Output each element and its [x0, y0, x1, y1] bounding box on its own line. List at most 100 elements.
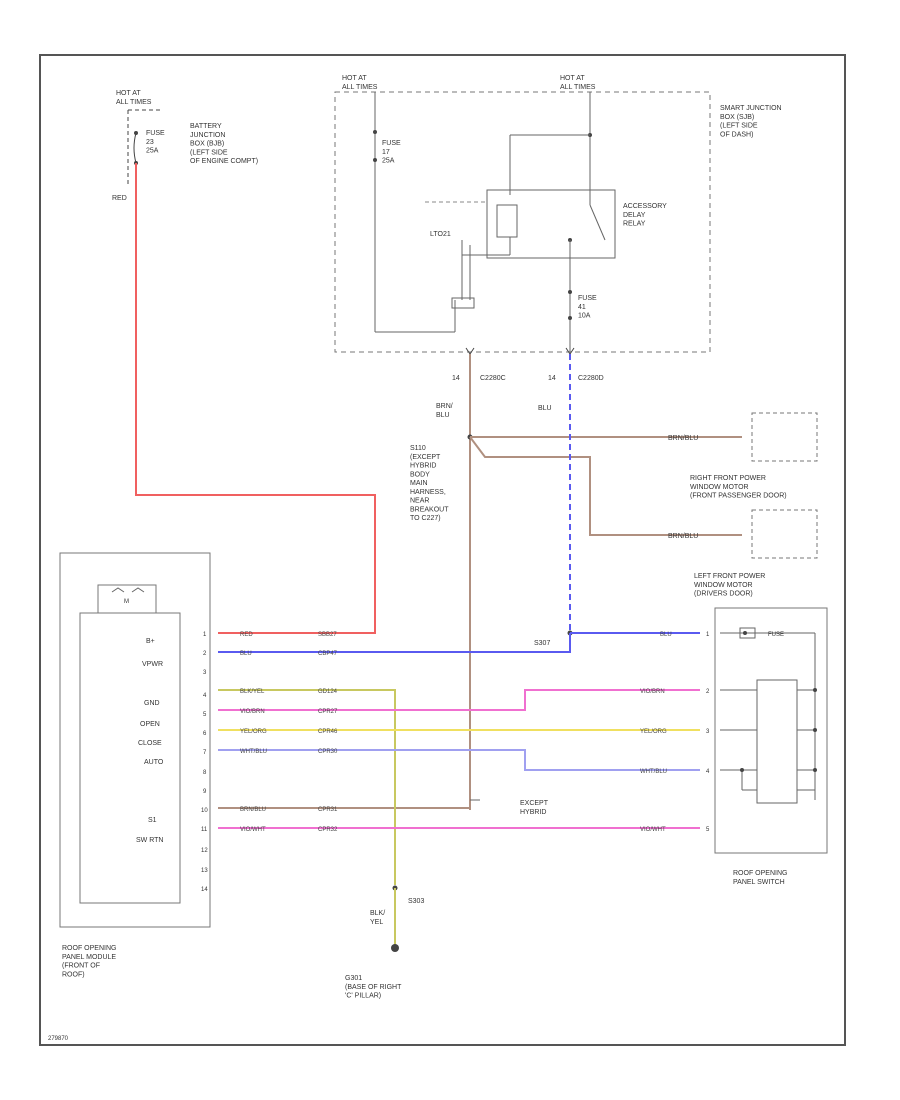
wire-blk-yel-label: BLK/YEL	[370, 910, 385, 926]
module-label-bplus: B+	[146, 638, 155, 645]
wire-brn-blu-label: BRN/BLU	[436, 403, 453, 419]
wire-left-color-7: BRN/BLU	[240, 807, 266, 813]
wire-left-code-6: CPR30	[318, 749, 338, 755]
module-label-s1: S1	[148, 817, 157, 824]
switch-wire-labels: BLU VIO/BRN YEL/ORG WHT/BLU VIO/WHT	[640, 632, 672, 833]
module-label-vpwr: VPWR	[142, 661, 163, 668]
module-pin-9: 9	[203, 789, 207, 795]
module-labels: B+ VPWR GND OPEN CLOSE AUTO S1 SW RTN	[136, 638, 164, 844]
wire-right-2: VIO/BRN	[640, 689, 665, 695]
module-pin-11: 11	[201, 827, 208, 833]
wire-left-color-1: RED	[240, 632, 253, 638]
s303-label: S303	[408, 898, 424, 905]
wire-left-code-4: CPR27	[318, 709, 338, 715]
wire-left-color-3: BLK/YEL	[240, 689, 265, 695]
wire-left-color-4: VIO/BRN	[240, 709, 265, 715]
wire-left-color-6: WHT/BLU	[240, 749, 267, 755]
module-motor-symbol: M	[97, 584, 157, 614]
diagram-frame	[39, 54, 846, 1046]
c2-label: C2280D	[578, 375, 604, 382]
sjb-internal-wiring	[373, 92, 616, 352]
brnblu-b-label: BRN/BLU	[668, 533, 698, 540]
footer-id: 279870	[48, 1036, 69, 1042]
g301-label: G301(BASE OF RIGHT'C' PILLAR)	[345, 975, 402, 1000]
module-pin-6: 6	[203, 731, 207, 737]
switch-pin-4: 4	[706, 769, 710, 775]
module-pin-7: 7	[203, 750, 207, 756]
module-pin-4: 4	[203, 693, 207, 699]
wire-blue-left	[218, 633, 571, 653]
module-pin-8: 8	[203, 770, 207, 776]
module-label-close: CLOSE	[138, 740, 162, 747]
wire-left-color-8: VIO/WHT	[240, 827, 266, 833]
switch-pin-1: 1	[706, 632, 710, 638]
wire-left-code-2: CBP47	[318, 651, 338, 657]
module-pin-14: 14	[201, 887, 208, 893]
switch-fuse-label: FUSE	[768, 632, 784, 638]
brnblu-a-label: BRN/BLU	[668, 435, 698, 442]
module-label-swrtn: SW RTN	[136, 837, 163, 844]
wire-right-1: BLU	[660, 632, 672, 638]
module-pin-1: 1	[203, 632, 207, 638]
connector-marks	[465, 347, 575, 355]
wire-right-3: YEL/ORG	[640, 729, 667, 735]
wire-left-code-5: CPR46	[318, 729, 338, 735]
switch-pin-5: 5	[706, 827, 710, 833]
wire-vio-brn	[218, 689, 700, 711]
wire-right-5: VIO/WHT	[640, 827, 666, 833]
wire-blk-yel	[218, 689, 396, 885]
module-pin-2: 2	[203, 651, 207, 657]
module-label-gnd: GND	[144, 700, 160, 707]
module-label-open: OPEN	[140, 721, 160, 728]
wire-brown	[218, 354, 742, 810]
module-label-auto: AUTO	[144, 759, 164, 766]
module-pin-10: 10	[201, 808, 208, 814]
switch-pin-3: 3	[706, 729, 710, 735]
c1-pin-label: 14	[452, 375, 460, 382]
wire-left-code-1: SBB27	[318, 632, 337, 638]
sjb-box	[334, 91, 711, 353]
wire-left-color-2: BLU	[240, 651, 252, 657]
wire-red-top-label: RED	[112, 195, 127, 202]
wire-right-4: WHT/BLU	[640, 769, 667, 775]
wire-left-code-3: GD124	[318, 689, 338, 695]
wire-red	[135, 163, 376, 634]
wire-left-code-7: CPR31	[318, 807, 338, 813]
module-wire-labels: RED SBB27 BLU CBP47 BLK/YEL GD124 VIO/BR…	[240, 632, 338, 833]
wire-left-color-5: YEL/ORG	[240, 729, 267, 735]
c1-label: C2280C	[480, 375, 506, 382]
module-pin-13: 13	[201, 868, 208, 874]
wire-blu-label: BLU	[538, 405, 552, 412]
ground-icon	[391, 944, 399, 952]
module-inner-box	[79, 612, 181, 904]
module-pin-5: 5	[203, 712, 207, 718]
c2-pin-label: 14	[548, 375, 556, 382]
wire-left-code-8: CPR32	[318, 827, 338, 833]
wire-wht-blu	[218, 749, 700, 771]
module-pin-12: 12	[201, 848, 208, 854]
lf-window-motor-box	[751, 509, 818, 559]
switch-pin-2: 2	[706, 689, 710, 695]
s307-label: S307	[534, 640, 550, 647]
switch-internal: 1 2 3 4 5 FUSE	[706, 627, 817, 833]
lto-label: LTO21	[430, 231, 451, 238]
module-symbol-label: M	[124, 599, 129, 605]
module-pin-numbers: 1 2 3 4 5 6 7 8 9 10 11 12 13 14	[201, 632, 208, 893]
switch-box	[714, 607, 828, 854]
